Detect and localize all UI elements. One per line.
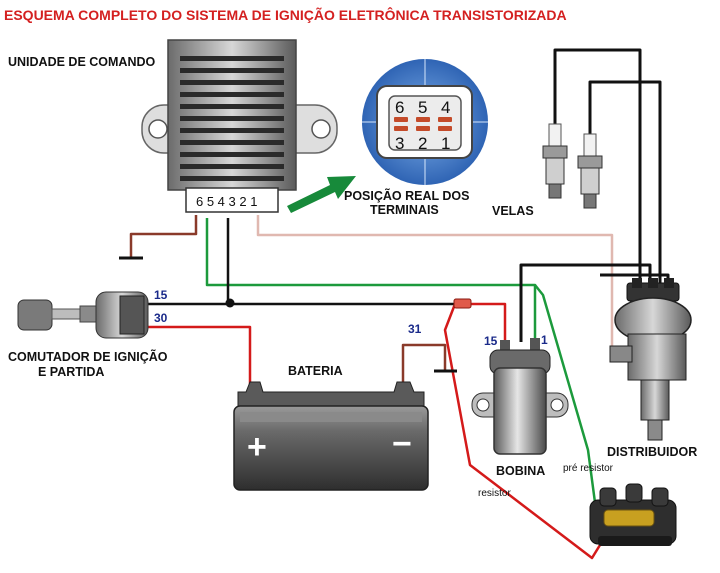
battery-terminal-31: 31 xyxy=(408,322,422,336)
wire-brown-31 xyxy=(401,343,447,392)
battery-plus-sign: + xyxy=(247,428,267,466)
ignition-switch-label-2: E PARTIDA xyxy=(38,365,104,379)
coil-terminal-15: 15 xyxy=(484,334,498,348)
wire-brown-ground xyxy=(129,215,198,258)
switch-terminal-15: 15 xyxy=(154,288,168,302)
wire-red-resistor xyxy=(443,303,602,560)
diagram-title: ESQUEMA COMPLETO DO SISTEMA DE IGNIÇÃO E… xyxy=(4,6,567,23)
connector-pin-2: 2 xyxy=(418,134,427,153)
connector-pin-3: 3 xyxy=(395,134,404,153)
battery-label: BATERIA xyxy=(288,364,343,378)
coil xyxy=(471,338,569,455)
wire-green-pre-resistor xyxy=(534,284,602,541)
coil-pack xyxy=(589,483,677,546)
control-unit-fins xyxy=(180,56,284,181)
spark-plugs-label: VELAS xyxy=(492,204,534,218)
connector-detail xyxy=(362,59,488,185)
junction-dot xyxy=(225,298,235,308)
resistor-label: resistor xyxy=(478,488,511,499)
spark-plug-2 xyxy=(577,133,603,209)
wire-ht-plug1 xyxy=(553,48,642,295)
coil-terminal-1: 1 xyxy=(541,333,548,347)
connector-pin-1: 1 xyxy=(441,134,450,153)
terminal-position-arrow xyxy=(287,176,356,213)
wire-green xyxy=(205,218,537,340)
connector-pin-4: 4 xyxy=(441,98,450,117)
switch-terminal-30: 30 xyxy=(154,311,168,325)
wire-ht-plug2 xyxy=(588,80,662,295)
control-unit xyxy=(141,39,338,213)
terminal-position-label-2: TERMINAIS xyxy=(370,203,439,217)
wire-red-30 xyxy=(148,325,252,392)
ignition-switch-label-1: COMUTADOR DE IGNIÇÃO xyxy=(8,349,168,364)
distributor xyxy=(609,278,692,441)
distributor-label: DISTRIBUIDOR xyxy=(607,445,697,459)
connector-pin-5: 5 xyxy=(418,98,427,117)
inline-resistor xyxy=(453,298,472,309)
battery xyxy=(233,381,429,491)
terminal-strip-label: 6 5 4 3 2 1 xyxy=(196,194,257,209)
ignition-switch xyxy=(17,291,149,339)
wire-red-coil xyxy=(470,302,507,345)
coil-label: BOBINA xyxy=(496,464,545,478)
control-unit-label: UNIDADE DE COMANDO xyxy=(8,55,156,69)
connector-pin-6: 6 xyxy=(395,98,404,117)
battery-minus-sign: − xyxy=(392,425,412,463)
spark-plug-1 xyxy=(542,123,568,199)
terminal-position-label-1: POSIÇÃO REAL DOS xyxy=(344,188,469,203)
pre-resistor-label: pré resistor xyxy=(563,463,614,474)
